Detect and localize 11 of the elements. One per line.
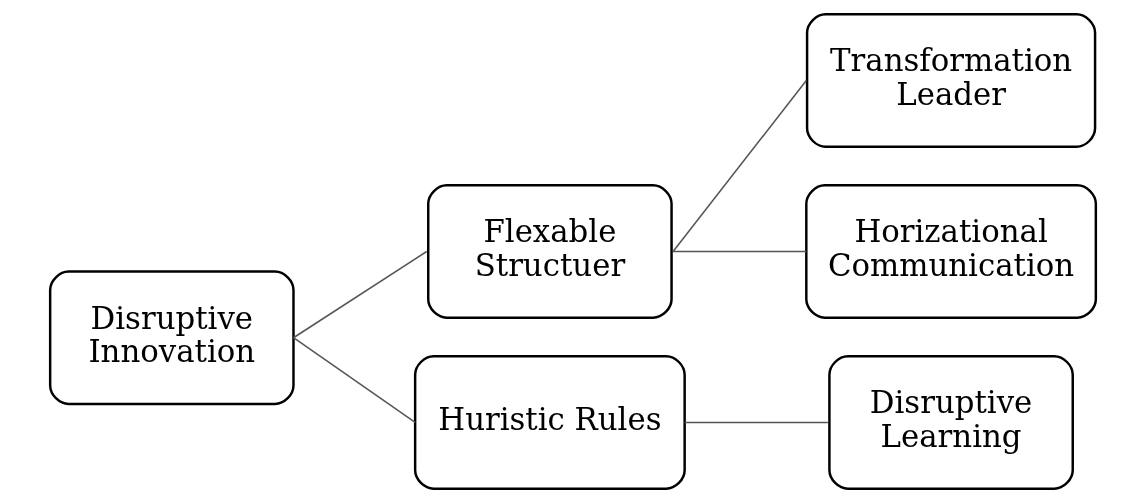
node-box: Horizational Communication: [805, 184, 1098, 319]
node-box: Disruptive Innovation: [48, 270, 295, 406]
connector: [683, 421, 829, 424]
node-box: Huristic Rules: [413, 355, 686, 490]
node-box: Transformation Leader: [805, 13, 1097, 148]
connector: [672, 250, 808, 253]
node-box: Flexable Structuer: [427, 184, 673, 319]
connector: [292, 250, 428, 339]
node-box: Disruptive Learning: [828, 355, 1074, 490]
connector: [672, 79, 808, 253]
connector: [292, 336, 416, 424]
